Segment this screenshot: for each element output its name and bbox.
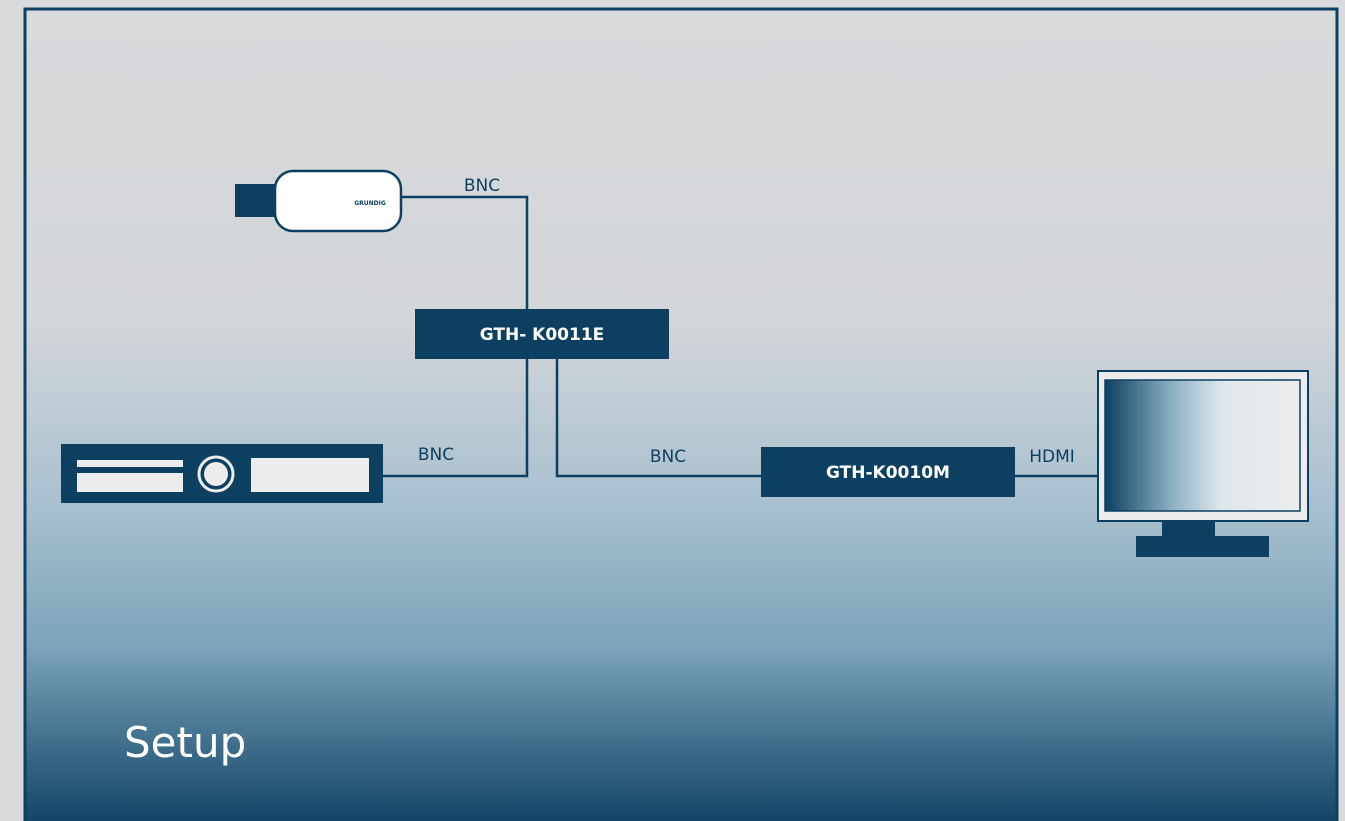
recorder-icon — [61, 444, 383, 503]
label-hdmi: HDMI — [1029, 447, 1075, 467]
monitor-icon — [1097, 370, 1309, 557]
camera-icon: GRUNDIG — [235, 169, 403, 233]
camera-brand-logo: GRUNDIG — [354, 200, 386, 207]
cable-encoder-monitor-unit — [555, 359, 761, 478]
encoder-label: GTH- K0011E — [480, 325, 605, 345]
monitor-unit-label: GTH-K0010M — [826, 463, 950, 483]
encoder-box — [415, 309, 669, 359]
cable-recorder-encoder — [383, 359, 529, 478]
label-bnc-camera: BNC — [464, 176, 500, 196]
label-bnc-recorder: BNC — [418, 445, 454, 465]
cable-camera-encoder — [401, 195, 529, 309]
label-bnc-monitor-unit: BNC — [650, 447, 686, 467]
setup-title: Setup — [124, 718, 246, 767]
monitor-unit-box — [761, 447, 1015, 497]
